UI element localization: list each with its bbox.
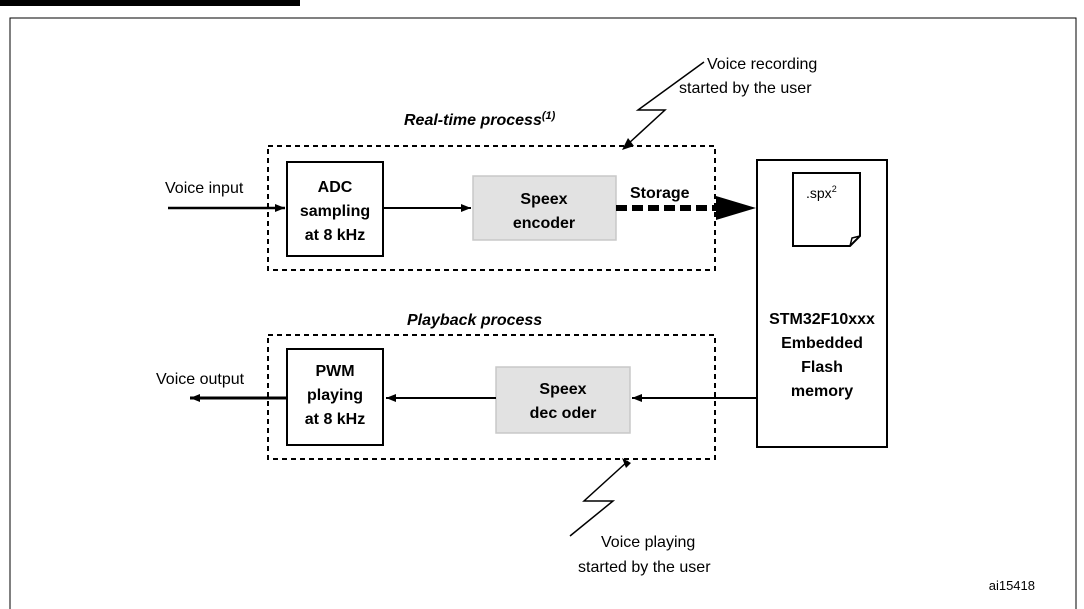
speex-encoder-block: [472, 175, 617, 241]
recording-trigger-line2: started by the user: [679, 80, 812, 97]
playing-trigger-tip: [622, 458, 631, 468]
voice-input-label: Voice input: [165, 180, 244, 197]
adc-label-line3: at 8 kHz: [305, 227, 365, 244]
flash-label-line2: Embedded: [781, 335, 863, 352]
recording-trigger-line1: Voice recording: [707, 56, 817, 73]
speex-encoder-label-line2: encoder: [513, 215, 575, 232]
speex-decoder-block: [495, 366, 631, 434]
figure-frame: [9, 17, 1077, 609]
adc-label-line1: ADC: [318, 179, 353, 196]
speex-decoder-label-line2: dec oder: [530, 405, 597, 422]
speex-encoder-label-line1: Speex: [520, 191, 567, 208]
speex-decoder-label-line1: Speex: [539, 381, 586, 398]
spx-file-label: .spx2: [806, 184, 837, 201]
voice-output-label: Voice output: [156, 371, 245, 388]
flash-label-line1: STM32F10xxx: [769, 311, 875, 328]
pwm-label-line1: PWM: [315, 363, 354, 380]
flash-label-line4: memory: [791, 383, 853, 400]
playing-trigger-line2: started by the user: [578, 559, 711, 576]
realtime-process-title: Real-time process(1): [404, 110, 556, 129]
adc-block: [286, 161, 384, 257]
playing-trigger-bolt: [569, 460, 629, 537]
recording-trigger-bolt: [627, 61, 705, 145]
spx-file-icon: [792, 172, 861, 247]
storage-label: Storage: [630, 185, 690, 202]
storage-arrow-head: [716, 196, 756, 220]
flash-label-line3: Flash: [801, 359, 843, 376]
pwm-label-line2: playing: [307, 387, 363, 404]
playing-trigger-line1: Voice playing: [601, 534, 695, 551]
adc-label-line2: sampling: [300, 203, 370, 220]
pwm-label-line3: at 8 kHz: [305, 411, 365, 428]
cropped-title-bar: [0, 0, 300, 6]
playback-process-title: Playback process: [407, 312, 542, 329]
recording-trigger-tip: [622, 138, 634, 150]
figure-reference-id: ai15418: [989, 578, 1035, 593]
